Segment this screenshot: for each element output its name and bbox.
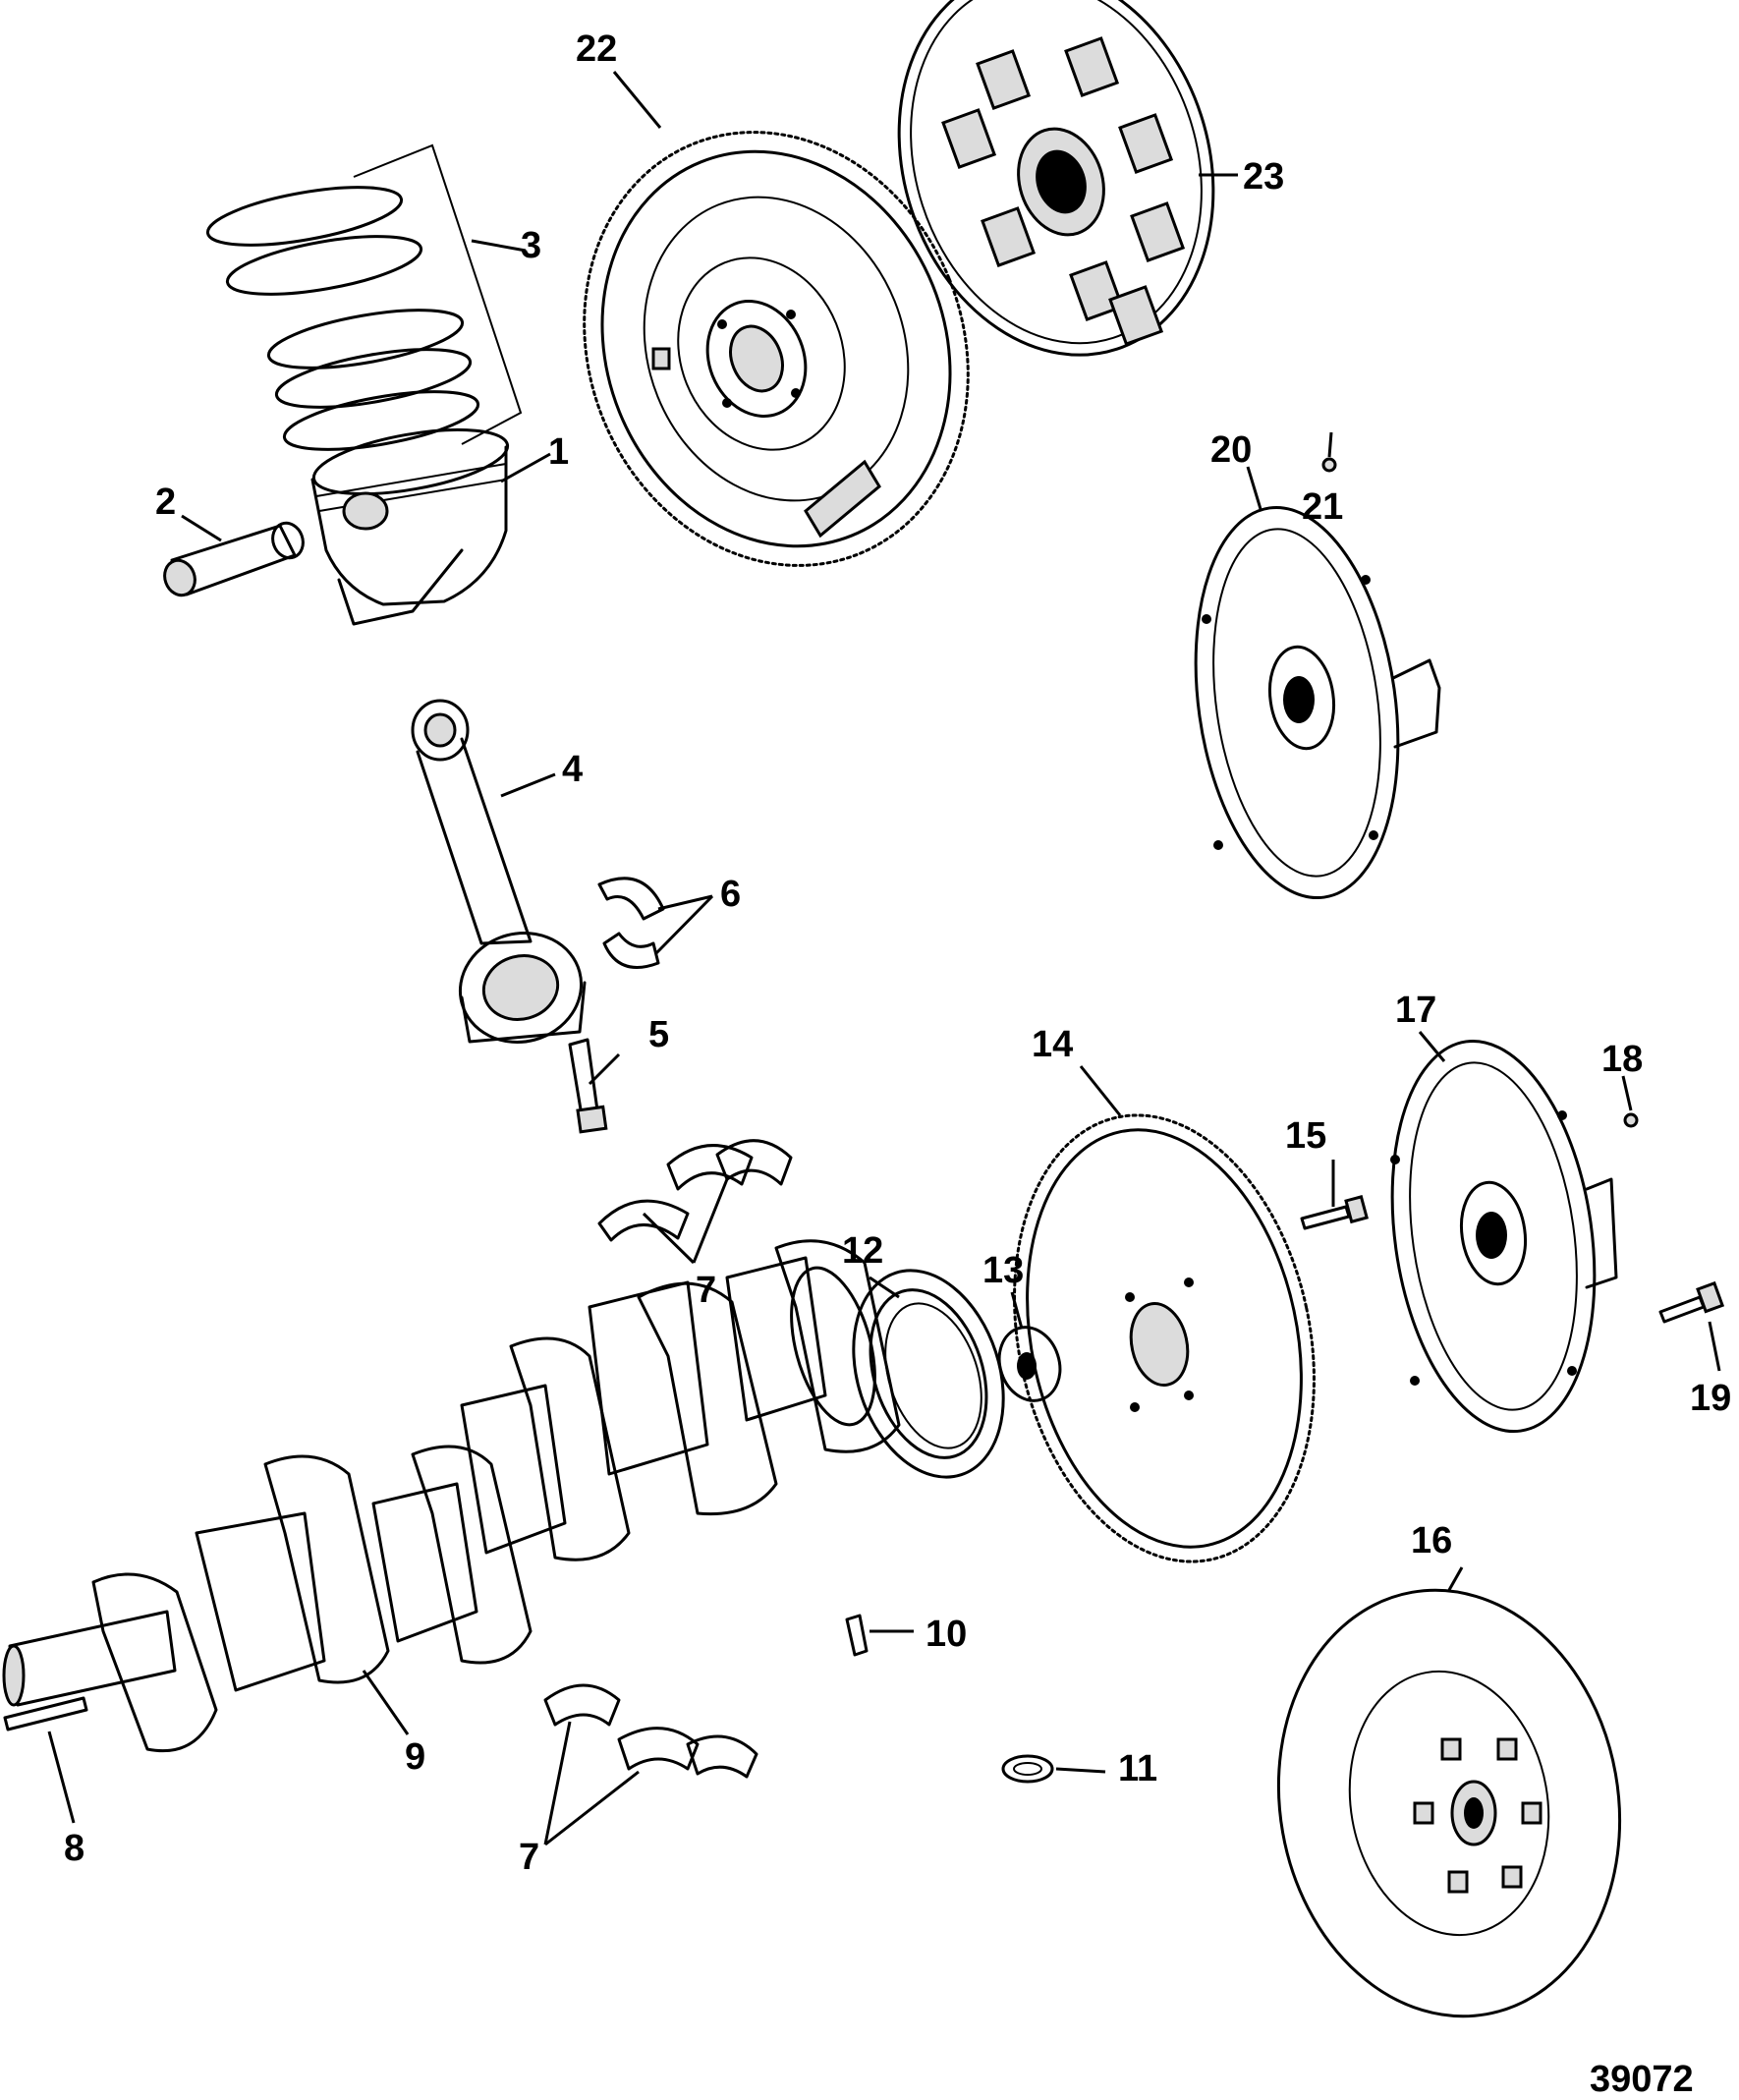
callout-23: 23 (1243, 156, 1284, 198)
callout-2: 2 (155, 482, 176, 523)
callout-9: 9 (405, 1736, 425, 1778)
key-8 (3, 1696, 88, 1731)
callout-11: 11 (1118, 1748, 1157, 1789)
coupler-upper (1194, 505, 1441, 900)
connecting-rod (411, 699, 587, 1044)
callout-7-lower: 7 (519, 1837, 539, 1878)
callout-16: 16 (1411, 1520, 1452, 1561)
callout-4: 4 (562, 749, 583, 790)
callout-7-upper: 7 (696, 1270, 716, 1311)
bolt-15 (1300, 1195, 1369, 1230)
main-bearings-lower (543, 1683, 758, 1779)
callout-21: 21 (1302, 486, 1343, 528)
crankshaft (2, 1239, 901, 1753)
fastener-21 (1321, 457, 1337, 473)
flywheel-large (583, 131, 970, 567)
callout-8: 8 (64, 1828, 84, 1869)
callout-14: 14 (1032, 1024, 1073, 1065)
leader-lines (47, 71, 1721, 1846)
callout-6: 6 (720, 874, 741, 915)
main-bearings-upper (597, 1139, 793, 1242)
piston-pin (163, 521, 305, 597)
clutch-disc (1276, 1588, 1622, 2018)
callout-3: 3 (521, 225, 541, 266)
callout-12: 12 (842, 1230, 883, 1272)
callout-labels: 1 2 3 4 5 6 7 8 9 10 11 12 13 14 15 16 1… (64, 28, 1731, 1878)
callout-22: 22 (576, 28, 617, 70)
callout-10: 10 (926, 1614, 967, 1655)
callout-5: 5 (648, 1014, 669, 1055)
rod-bolt (568, 1038, 608, 1134)
drive-plate-dampers (897, 0, 1215, 357)
figure-number: 39072 (1590, 2059, 1694, 2100)
callout-17: 17 (1395, 990, 1436, 1031)
callout-18: 18 (1601, 1039, 1643, 1080)
piston-rings (205, 143, 523, 451)
callout-15: 15 (1285, 1115, 1326, 1157)
fastener-18 (1623, 1112, 1639, 1128)
dowel-pin-10 (845, 1614, 869, 1657)
rod-bearings (597, 877, 665, 969)
piston (310, 427, 510, 626)
flywheel-small (1013, 1113, 1316, 1563)
callout-1: 1 (548, 431, 569, 473)
washer-11 (1001, 1754, 1054, 1784)
callout-13: 13 (982, 1250, 1024, 1291)
bolt-19 (1658, 1280, 1725, 1324)
callout-20: 20 (1210, 429, 1252, 471)
coupler-lower (1390, 1039, 1618, 1434)
callout-19: 19 (1690, 1378, 1731, 1419)
